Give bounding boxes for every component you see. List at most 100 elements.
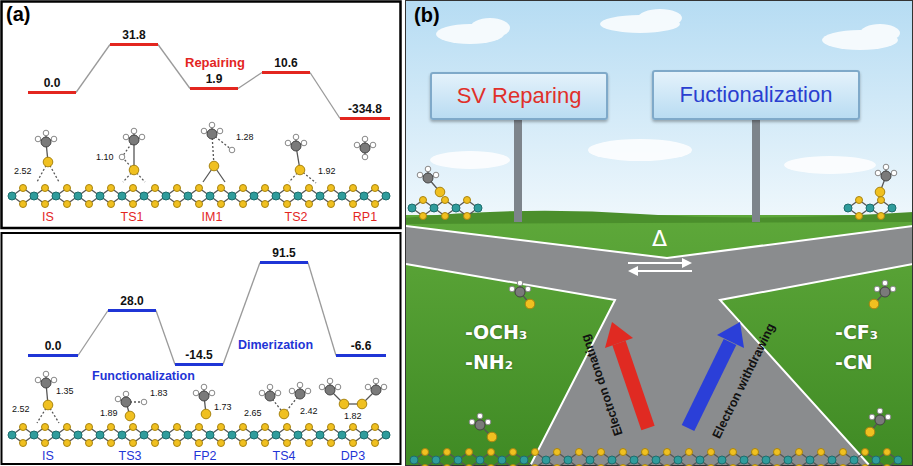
s-atom — [350, 424, 357, 431]
sulfur-atom — [43, 157, 53, 167]
energy-value: -14.5 — [185, 348, 212, 363]
hydrogen-atom — [365, 384, 371, 390]
mo-atom — [520, 456, 528, 464]
withdrawing-arrowhead — [717, 322, 744, 348]
energy-level: 91.5 — [260, 243, 308, 264]
hydrogen-atom — [123, 391, 129, 397]
hydrogen-atom — [370, 142, 376, 148]
mo-atom — [498, 456, 506, 464]
carbon-atom — [199, 391, 209, 401]
road-edges — [406, 226, 913, 466]
energy-value: -334.8 — [348, 102, 382, 117]
s-atom — [284, 440, 291, 447]
hydrogen-atom — [885, 414, 891, 420]
mo-atom — [206, 431, 214, 439]
hydrogen-atom — [373, 378, 379, 384]
mo-atom — [250, 192, 258, 200]
energy-level: 28.0 — [108, 291, 156, 312]
hydrogen-atom — [115, 396, 121, 402]
mo-atom — [30, 192, 38, 200]
s-atom — [350, 185, 357, 192]
mo-atom — [586, 456, 594, 464]
s-atom — [86, 424, 93, 431]
s-atom — [884, 465, 891, 466]
hydrogen-atom — [477, 413, 483, 419]
mo-atom — [894, 456, 902, 464]
s-atom — [620, 449, 627, 456]
mo-atom — [806, 456, 814, 464]
sulfur-atom — [357, 399, 367, 409]
energy-level: 1.9 — [190, 69, 238, 90]
hydrogen-atom — [285, 140, 291, 146]
s-atom — [532, 465, 539, 466]
mo-atom — [184, 431, 192, 439]
energy-connector — [76, 45, 110, 93]
bond-length: 2.52 — [14, 166, 32, 176]
s-atom — [152, 440, 159, 447]
hydrogen-atom — [229, 147, 235, 153]
s-atom — [372, 440, 379, 447]
mo-atom — [740, 456, 748, 464]
s-atom — [444, 465, 451, 466]
sulfur-atom — [279, 409, 289, 419]
substituent-label: -NH₂ — [465, 352, 513, 374]
hydrogen-atom — [131, 128, 137, 134]
energy-level: 10.6 — [262, 53, 310, 74]
mo-atom — [872, 456, 880, 464]
hydrogen-atom — [293, 134, 299, 140]
s-atom — [464, 197, 471, 204]
mo-atom — [454, 456, 462, 464]
energy-connector — [310, 73, 340, 119]
s-atom — [20, 185, 27, 192]
state-label: IS — [42, 210, 54, 224]
hydrogen-atom — [123, 134, 129, 140]
s-atom — [576, 465, 583, 466]
mo-atom — [888, 204, 896, 212]
s-atom — [108, 424, 115, 431]
mo-atom — [476, 456, 484, 464]
panel-frame — [2, 2, 401, 229]
hydrogen-atom — [217, 128, 223, 134]
s-atom — [64, 424, 71, 431]
s-atom — [488, 449, 495, 456]
s-atom — [752, 449, 759, 456]
s-atom — [240, 440, 247, 447]
clouds — [430, 9, 900, 174]
s-atom — [20, 201, 27, 208]
hydrogen-atom — [119, 154, 125, 160]
hydrogen-atom — [327, 378, 333, 384]
energy-value: 10.6 — [274, 56, 297, 71]
state-label: FP2 — [194, 449, 217, 463]
state-label: TS2 — [285, 210, 308, 224]
hydrogen-atom — [469, 419, 475, 425]
carbon-atom — [41, 137, 51, 147]
reaction-label: Functionalization — [92, 369, 195, 383]
horizon — [405, 211, 913, 224]
s-atom — [86, 185, 93, 192]
mo-atom — [718, 456, 726, 464]
s-atom — [510, 465, 517, 466]
mo-atom — [452, 204, 460, 212]
energy-value: 1.9 — [206, 72, 223, 87]
state-label: TS3 — [119, 449, 142, 463]
sulfur-atom — [129, 165, 139, 175]
hydrogen-atom — [891, 170, 897, 176]
bond-length: 2.42 — [300, 406, 318, 416]
hydrogen-atom — [289, 388, 295, 394]
s-atom — [86, 440, 93, 447]
hydrogen-atom — [525, 286, 531, 292]
s-atom — [284, 201, 291, 208]
substituent-label: -OCH₃ — [465, 322, 527, 344]
hydrogen-atom — [259, 390, 265, 396]
sign-text: Fuctionalization — [680, 82, 833, 108]
energy-value: 0.0 — [44, 76, 61, 91]
s-atom — [306, 201, 313, 208]
panel-label: (a) — [6, 3, 30, 26]
s-atom — [840, 449, 847, 456]
mo-atom — [250, 431, 258, 439]
s-atom — [218, 185, 225, 192]
panel-label: (b) — [414, 4, 440, 27]
mo-atom — [118, 192, 126, 200]
hydrogen-atom — [425, 166, 431, 172]
